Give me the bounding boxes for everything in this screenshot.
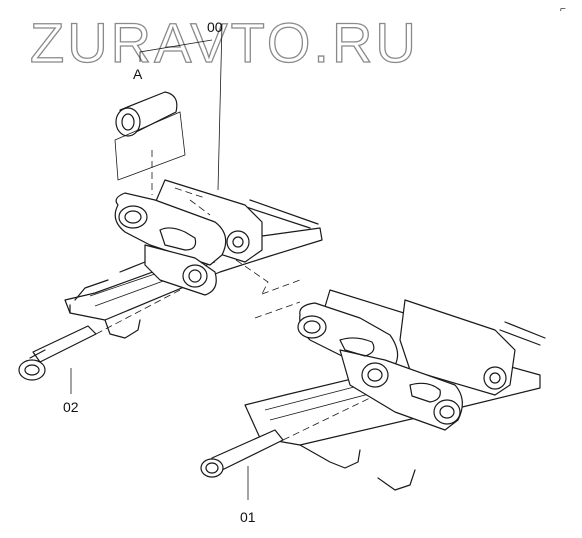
callout-pin-02: 02 [63, 399, 79, 415]
pin-02 [18, 289, 181, 381]
upper-track-assembly [64, 179, 323, 339]
pin-01 [200, 397, 371, 478]
callout-assembly-00: 00 [207, 19, 223, 35]
lower-track-assembly [244, 289, 546, 491]
watermark-text: ZURAVTO.RU [30, 11, 419, 74]
callout-pin-01: 01 [240, 509, 256, 525]
callout-detail-a: A [133, 66, 143, 82]
bushing-a [114, 91, 186, 195]
leader-lines [70, 23, 249, 500]
corner-mark: ⌐ [560, 4, 566, 15]
